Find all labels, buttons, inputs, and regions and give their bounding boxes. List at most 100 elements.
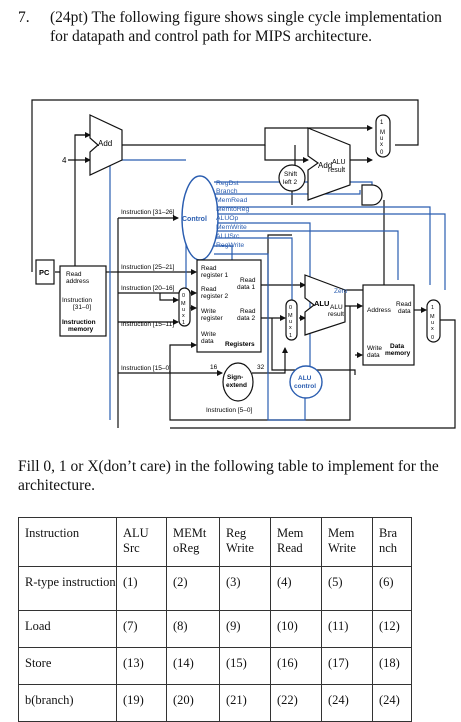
branch-alu-word: ALU — [332, 159, 346, 166]
pc-mux — [375, 114, 391, 158]
alusrc-mux-u: u — [289, 319, 292, 325]
cell: (3) — [219, 566, 271, 611]
signal-regwrite: RegWrite — [216, 242, 244, 249]
register-file — [196, 259, 262, 353]
cell: (2) — [166, 566, 220, 611]
alusrc-mux-m: M — [288, 313, 293, 319]
field-5-0: Instruction [5–0] — [206, 407, 252, 414]
alu-control-1: ALU — [298, 375, 312, 382]
question-text: (24pt) The following figure shows single… — [50, 9, 442, 45]
imem-address-word: address — [66, 278, 90, 285]
memtoreg-mux-m: M — [430, 314, 435, 320]
main-alu — [304, 274, 346, 336]
field-20-16: Instruction [20–16] — [121, 285, 175, 292]
header-branch: Bra nch — [372, 517, 412, 567]
sign-extend-1: Sign- — [227, 374, 243, 381]
cell: (15) — [219, 647, 271, 685]
imem-instruction-word: Instruction — [62, 297, 92, 304]
signal-branch: Branch — [216, 188, 238, 195]
cell: (16) — [270, 647, 322, 685]
reg-read2-b: register 2 — [201, 293, 228, 300]
alusrc-mux-1: 1 — [289, 333, 292, 339]
cell: (24) — [372, 684, 412, 722]
data-memory — [362, 284, 415, 366]
cell: (5) — [321, 566, 373, 611]
header-regwrite: Reg Write — [219, 517, 271, 567]
alu-result-1: ALU — [330, 304, 343, 311]
cell: (10) — [270, 610, 322, 648]
cell: (12) — [372, 610, 412, 648]
signal-aluop: ALUOp — [216, 215, 239, 222]
cell: (9) — [219, 610, 271, 648]
shift-left-label-1: Shift — [284, 171, 297, 178]
field-25-21: Instruction [25–21] — [121, 264, 175, 271]
row-label: R-type instruction — [18, 566, 117, 611]
dmem-read-2: data — [398, 308, 411, 315]
reg-read2-a: Read — [201, 286, 217, 293]
pc-adder-label: Add — [98, 139, 112, 148]
shift-left-label-2: left 2 — [283, 179, 297, 186]
cell: (24) — [321, 684, 373, 722]
pc-label: PC — [39, 268, 50, 277]
header-memwrite: Mem Write — [321, 517, 373, 567]
imem-read-label: Read address — [66, 271, 90, 285]
memtoreg-mux-0: 0 — [431, 335, 434, 341]
instruction-memory — [59, 265, 107, 337]
branch-adder — [307, 127, 351, 201]
fill-instructions: Fill 0, 1 or X(don’t care) in the follow… — [18, 458, 439, 494]
sign-extend — [222, 362, 254, 402]
cell: (20) — [166, 684, 220, 722]
sign-extend-2: extend — [226, 382, 247, 389]
table-row: Load (7) (8) (9) (10) (11) (12) — [18, 610, 412, 648]
cell: (1) — [116, 566, 167, 611]
signal-memtoreg: MemtoReg — [216, 206, 249, 213]
dmem-address: Address — [367, 307, 392, 314]
reg-wdata-a: Write — [201, 331, 216, 338]
alu-control — [289, 365, 323, 399]
cell: (8) — [166, 610, 220, 648]
reg-write-b: register — [201, 315, 224, 322]
register-file-labels: Read register 1 Read register 2 Write re… — [201, 265, 256, 348]
sign-out-bits: 32 — [257, 364, 265, 371]
alu-result-2: result — [328, 311, 344, 318]
datapath-figure: Add 4 Add ALU result Shift left 2 1 M u … — [31, 99, 456, 429]
reg-rdata1-a: Read — [240, 277, 256, 284]
cell: (4) — [270, 566, 322, 611]
cell: (11) — [321, 610, 373, 648]
header-alusrc: ALU Src — [116, 517, 167, 567]
signal-memread: MemRead — [216, 197, 248, 204]
pc-mux-one: 1 — [380, 120, 384, 126]
row-label: Store — [18, 647, 117, 685]
pc-mux-m: M — [380, 130, 385, 136]
regdst-mux-1: 1 — [182, 320, 185, 326]
table-row: b(branch) (19) (20) (21) (22) (24) (24) — [18, 684, 412, 722]
imem-bits-word: [31–0] — [73, 304, 91, 311]
reg-rdata2-a: Read — [240, 308, 256, 315]
sign-in-bits: 16 — [210, 364, 218, 371]
cell: (21) — [219, 684, 271, 722]
reg-rdata1-b: data 1 — [237, 284, 255, 291]
field-15-11: Instruction [15–11] — [121, 321, 174, 328]
reg-wdata-b: data — [201, 338, 214, 345]
question-number: 7. — [18, 9, 30, 26]
alusrc-mux — [285, 299, 298, 341]
signal-regdst: RegDst — [216, 180, 239, 187]
regdst-mux — [178, 287, 191, 327]
constant-four: 4 — [62, 156, 67, 165]
alu-control-2: control — [294, 383, 316, 390]
pc-register — [35, 259, 55, 285]
shift-left-2 — [278, 164, 306, 192]
dmem-write-2: data — [367, 352, 380, 359]
memtoreg-mux-x: x — [431, 326, 434, 332]
control-signal-labels: RegDst Branch MemRead MemtoReg ALUOp Mem… — [216, 180, 249, 249]
field-15-0: Instruction [15–0] — [121, 365, 171, 372]
alu-label: ALU — [314, 299, 329, 308]
header-memtoreg: MEMt oReg — [166, 517, 220, 567]
reg-rdata2-b: data 2 — [237, 315, 255, 322]
header-instruction: Instruction — [18, 517, 117, 567]
cell: (17) — [321, 647, 373, 685]
table-row: Store (13) (14) (15) (16) (17) (18) — [18, 647, 412, 685]
cell: (7) — [116, 610, 167, 648]
zero-label: Zero — [334, 288, 348, 295]
branch-adder-label: Add — [318, 161, 332, 170]
